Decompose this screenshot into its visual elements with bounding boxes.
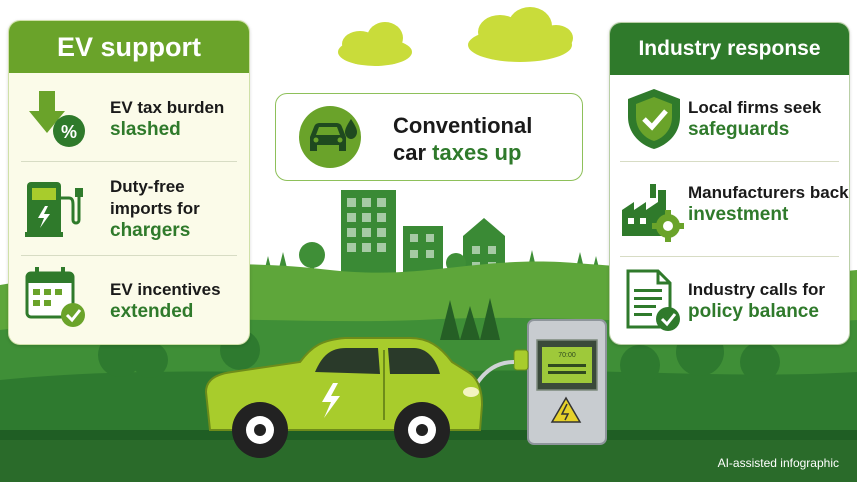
duty-free-line3: chargers — [110, 220, 191, 241]
manufacturers-line2: investment — [688, 204, 789, 225]
charger-screen-text: 70:00 — [558, 352, 576, 359]
conventional-line2b: taxes up — [432, 140, 522, 165]
conventional-line2: car taxes up — [393, 140, 521, 166]
local-firms-line2: safeguards — [688, 119, 790, 140]
ev-incentives-line1: EV incentives — [110, 280, 221, 299]
cloud-left-icon — [338, 22, 412, 66]
list-item: Manufacturers back investment — [610, 162, 849, 260]
manufacturers-line1: Manufacturers back — [688, 183, 849, 202]
cloud-right-icon — [468, 7, 573, 62]
ev-tax-line1: EV tax burden — [110, 98, 225, 117]
charging-station-icon — [470, 319, 607, 445]
ev-tax-line2: slashed — [110, 119, 181, 140]
local-firms-line1: Local firms seek — [688, 98, 822, 117]
ev-support-panel: EV support % EV tax burden slashed — [8, 20, 250, 345]
conventional-line2a: car — [393, 140, 427, 165]
list-item: Duty-free imports for chargers — [9, 162, 249, 262]
ev-support-title: EV support — [9, 21, 249, 73]
conventional-car-taxes-card: Conventional car taxes up — [275, 93, 583, 181]
electric-car-icon — [204, 337, 484, 458]
industry-response-panel: Industry response Local firms seek safeg… — [609, 22, 850, 345]
charging-station-icon — [25, 182, 83, 237]
calendar-check-icon — [25, 267, 85, 327]
list-item: Industry calls for policy balance — [610, 257, 849, 343]
svg-text:%: % — [61, 122, 77, 142]
industry-response-title: Industry response — [610, 23, 849, 75]
list-item: EV incentives extended — [9, 257, 249, 344]
list-item: % EV tax burden slashed — [9, 73, 249, 181]
credit-text: AI-assisted infographic — [717, 456, 839, 470]
shield-check-icon — [628, 89, 680, 149]
duty-free-line1: Duty-free — [110, 177, 185, 196]
car-fuel-drop-icon — [299, 106, 361, 168]
down-arrow-percent-icon: % — [29, 91, 85, 147]
document-check-icon — [626, 269, 680, 331]
list-item: Local firms seek safeguards — [610, 75, 849, 163]
ev-incentives-line2: extended — [110, 301, 194, 322]
factory-gear-icon — [622, 184, 684, 242]
industry-calls-line1: Industry calls for — [688, 280, 825, 299]
conventional-line1: Conventional — [393, 113, 533, 138]
industry-calls-line2: policy balance — [688, 301, 819, 322]
duty-free-line2: imports for — [110, 199, 200, 218]
